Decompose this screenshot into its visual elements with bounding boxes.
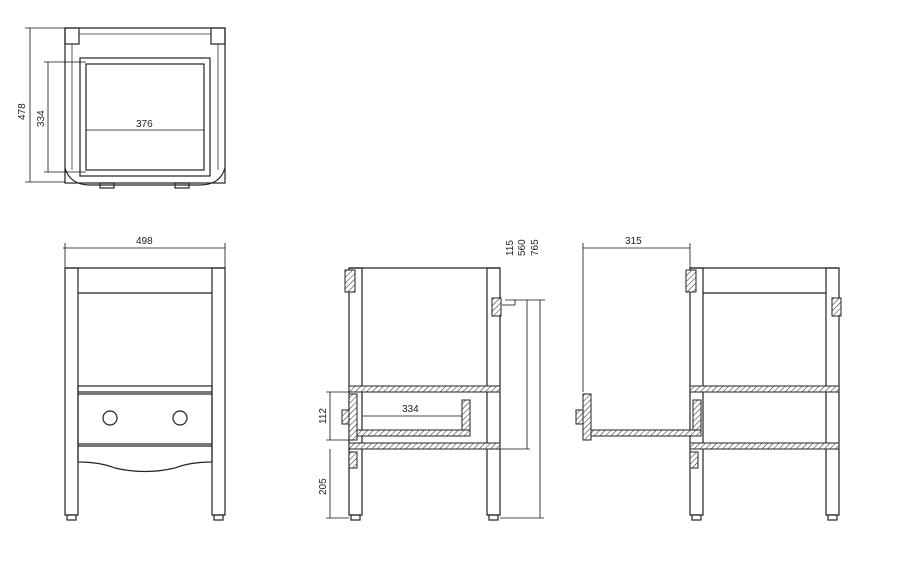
top-view: 478 334 376 [17, 27, 226, 189]
front-width-label: 498 [136, 236, 153, 247]
drawer-height-label: 112 [318, 408, 329, 424]
drawer-depth-label: 334 [402, 404, 419, 415]
total-height-label: 765 [530, 239, 541, 256]
side-section-view: 115 560 765 112 334 205 [318, 239, 545, 521]
side-open-view: 315 [575, 236, 842, 521]
top-depth-label: 478 [17, 103, 28, 120]
knob-icon [172, 410, 188, 426]
top-inner-width-label: 376 [136, 119, 153, 130]
front-view: 498 [63, 236, 226, 521]
knob-icon [102, 410, 118, 426]
shelf-height-label: 560 [517, 239, 528, 256]
top-inner-depth-label: 334 [36, 110, 47, 127]
drawer-extension-label: 315 [625, 236, 642, 247]
leg-height-label: 205 [318, 478, 329, 495]
top-rail-label: 115 [505, 240, 516, 256]
